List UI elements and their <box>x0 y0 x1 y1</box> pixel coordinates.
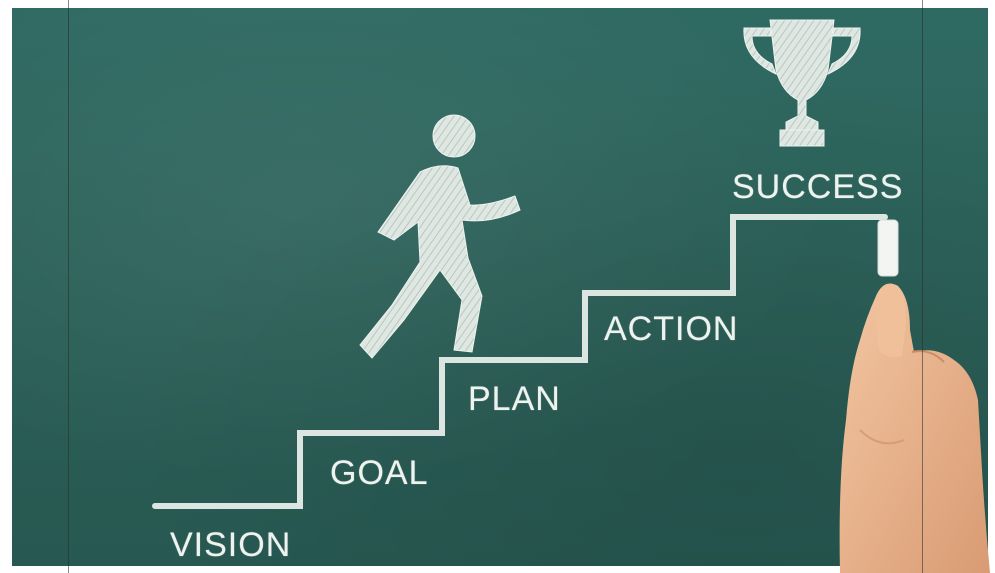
hand-holding-chalk <box>839 219 990 573</box>
trophy-icon <box>743 19 861 147</box>
label-vision: VISION <box>170 526 292 564</box>
label-success: SUCCESS <box>732 168 904 206</box>
frame-line-left <box>68 0 69 573</box>
label-plan: PLAN <box>468 380 561 418</box>
frame-line-right <box>922 0 923 573</box>
label-goal: GOAL <box>330 454 429 492</box>
chalkboard <box>12 8 988 566</box>
staircase-line <box>152 214 888 509</box>
stick-figure-walking-icon <box>359 114 521 359</box>
label-action: ACTION <box>604 310 739 348</box>
